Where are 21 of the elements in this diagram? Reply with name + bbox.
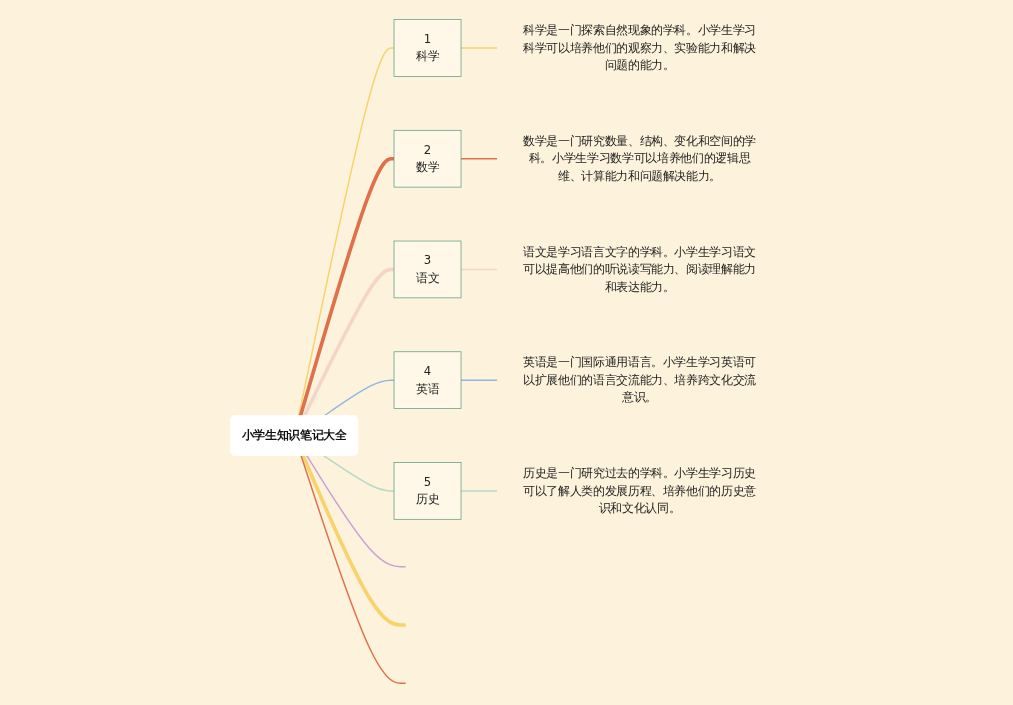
- branch-line: [323, 454, 396, 492]
- node-text: 科学是一门探索自然现象的学科。小学生学习科学可以培养他们的观察力、实验能力和解决问题的能力。: [523, 23, 757, 73]
- node-box: 3 语文: [393, 240, 462, 299]
- branch-line: [460, 490, 499, 492]
- node-box: 5 历史: [393, 462, 462, 520]
- node-text: 历史是一门研究过去的学科。小学生学习历史可以了解人类的发展历程、培养他们的历史意识和文化认同。: [523, 466, 757, 515]
- node-box: 1 科学: [393, 19, 462, 77]
- branch-line: [298, 156, 395, 417]
- branch-line: [460, 158, 499, 160]
- node-box: 2 数学: [393, 129, 462, 188]
- node-text: 数学是一门研究数量、结构、变化和空间的学科。小学生学习数学可以培养他们的逻辑思维、计算能力和问题解决能力。: [523, 133, 757, 183]
- node-box: 4 英语: [393, 351, 462, 409]
- branch-line: [300, 454, 407, 684]
- branch-line: [301, 454, 406, 627]
- branch-line: [298, 47, 396, 417]
- branch-line: [306, 454, 407, 568]
- branch-line: [460, 379, 499, 381]
- branch-line: [460, 47, 499, 49]
- branch-line: [323, 379, 396, 417]
- node-text: 语文是学习语言文字的学科。小学生学习语文可以提高他们的听说读写能力、阅读理解能力和表达能力。: [523, 244, 757, 294]
- node-text: 英语是一门国际通用语言。小学生学习英语可以扩展他们的语言交流能力、培养跨文化交流意识。: [523, 355, 757, 405]
